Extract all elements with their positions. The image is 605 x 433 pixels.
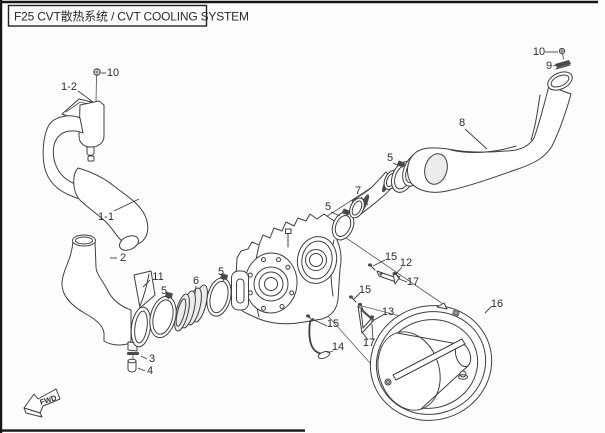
- housing-outlet-ring: [296, 236, 338, 284]
- title-box: F25 CVT散热系统 / CVT COOLING SYSTEM: [7, 4, 249, 27]
- callout-leader: [372, 259, 386, 267]
- callout-label-13-20: 13: [382, 306, 394, 318]
- callout-label-15-22: 15: [327, 318, 339, 330]
- duct-outlet-tip: [119, 235, 139, 251]
- callout-label-16-24: 16: [491, 298, 503, 310]
- pipe-flange: [130, 306, 152, 348]
- duct-8-top-opening: [547, 71, 573, 91]
- bolt-shaft: [95, 75, 97, 104]
- callout-label-5-10: 5: [325, 201, 331, 213]
- callout-label-15-19: 15: [359, 284, 371, 296]
- callout-label-7-11: 7: [355, 185, 361, 197]
- drain-clamp-3-icon: [127, 352, 139, 360]
- intake-duct-assembly-drawing: [42, 68, 149, 251]
- callout-leader: [360, 196, 369, 206]
- callout-leader: [464, 128, 488, 150]
- callout-label-5-7: 5: [218, 266, 224, 278]
- callout-label-15-16: 15: [385, 251, 397, 263]
- bolt-10-right-icon: [558, 47, 566, 60]
- grommet-9-icon: [555, 60, 571, 70]
- screw-17-a-icon: [393, 271, 400, 279]
- callout-leader: [137, 367, 146, 372]
- housing-left-cover: [244, 252, 298, 314]
- callout-leader: [398, 278, 408, 283]
- clamp-5-mid-icon: [206, 273, 232, 317]
- descending-duct-drawing: [73, 167, 149, 246]
- fwd-arrow: FWD: [23, 388, 61, 418]
- callout-label-14-23: 14: [332, 341, 344, 353]
- callout-leader: [165, 295, 170, 300]
- bracket-13-drawing: [357, 302, 375, 334]
- callout-label-5-5: 5: [161, 285, 167, 297]
- s-pipe-drawing: [61, 234, 152, 373]
- callout-leader: [552, 63, 561, 67]
- callout-label-1-1-2: 1-1: [98, 211, 114, 223]
- screw-15-a-icon: [368, 263, 376, 271]
- callout-leader: [361, 331, 369, 341]
- callout-leader: [77, 90, 94, 103]
- callout-leader: [194, 285, 197, 295]
- callout-leader: [142, 279, 151, 288]
- callout-label-17-21: 17: [363, 337, 375, 349]
- callout-label-9-14: 9: [546, 60, 552, 72]
- housing-slot-plate: [231, 270, 249, 311]
- callout-label-10-15: 10: [533, 46, 545, 58]
- elbow-7-drawing: [349, 170, 399, 219]
- title-box-frame: [7, 4, 208, 27]
- bellows-6-drawing: [174, 284, 208, 332]
- bolt-10-left-icon: [93, 68, 101, 76]
- bracket-12-drawing: [376, 270, 401, 285]
- clamp-5-inlet-icon: [331, 208, 355, 241]
- fwd-label: FWD: [39, 393, 59, 407]
- cover-cross-bar: [392, 338, 466, 381]
- callout-label-6-6: 6: [193, 275, 199, 287]
- callout-label-17-18: 17: [407, 276, 419, 288]
- callout-label-1-2-0: 1-2: [61, 81, 77, 93]
- resonator-canister-drawing: [78, 100, 105, 162]
- callout-leader: [221, 276, 225, 282]
- callout-leader: [371, 323, 374, 341]
- housing-stud: [285, 228, 292, 248]
- fwd-arrow-face: [23, 388, 61, 414]
- callout-leader: [326, 350, 334, 354]
- clamp-5-left-icon: [149, 291, 177, 339]
- callout-label-5-12: 5: [387, 152, 393, 164]
- callout-leader: [113, 198, 140, 212]
- cvt-cover-16-drawing: [369, 302, 493, 421]
- drain-cap-4-icon: [127, 358, 137, 373]
- callout-leader: [330, 211, 341, 217]
- callout-leader: [484, 305, 493, 314]
- callout-label-2-3: 2: [120, 252, 126, 264]
- page-title: F25 CVT散热系统 / CVT COOLING SYSTEM: [14, 9, 249, 24]
- screw-15-b-icon: [349, 295, 357, 303]
- outlet-duct-8-drawing: [402, 71, 573, 193]
- upper-duct-hook-drawing: [42, 115, 85, 200]
- callout-leader: [311, 318, 328, 327]
- duct-8-mouth: [424, 153, 448, 185]
- callout-leader: [140, 355, 148, 360]
- callout-label-11-4: 11: [152, 271, 163, 283]
- callout-leader: [395, 266, 403, 275]
- callout-label-4-9: 4: [147, 365, 153, 377]
- callout-label-3-8: 3: [149, 353, 155, 365]
- callout-label-8-13: 8: [459, 117, 465, 129]
- callout-leader: [373, 314, 384, 321]
- callout-leader: [392, 162, 400, 167]
- callout-leader: [353, 292, 361, 300]
- callout-label-10-1: 10: [107, 67, 119, 79]
- fwd-arrow-side: [23, 407, 43, 418]
- callout-label-12-17: 12: [400, 257, 412, 269]
